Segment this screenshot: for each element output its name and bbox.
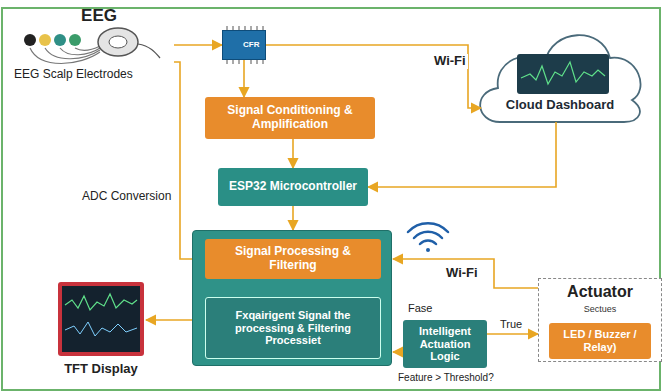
connector bbox=[292, 139, 294, 168]
tft-display: TFT Display bbox=[56, 280, 146, 380]
electrodes bbox=[24, 28, 160, 64]
node-text: TFT Display bbox=[56, 362, 146, 377]
connector bbox=[146, 319, 192, 321]
node-text: Intelligent Actuation Logic bbox=[409, 325, 481, 363]
connector bbox=[368, 122, 556, 187]
node-text: LED / Buzzer / Relay) bbox=[555, 328, 645, 353]
edge-label: Wi-Fi bbox=[432, 54, 468, 69]
connector bbox=[292, 206, 294, 230]
actuator-box: ActuatorSectuesLED / Buzzer / Relay) bbox=[538, 278, 662, 362]
note-label: Feature > Threshold? bbox=[398, 372, 494, 384]
process-box: Signal Processing & Filtering bbox=[205, 239, 381, 279]
container-box: Signal Processing & FilteringFxqairigent… bbox=[192, 230, 392, 366]
cloud bbox=[480, 35, 640, 122]
node-text: ESP32 Microcontroller bbox=[229, 180, 357, 194]
connector bbox=[174, 44, 222, 46]
node-text: Signal Processing & Filtering bbox=[211, 245, 375, 273]
connector bbox=[393, 259, 538, 288]
node-text: Fxqairigent Signal the processing & Filt… bbox=[212, 309, 374, 347]
process-box: Signal Conditioning & Amplification bbox=[205, 97, 375, 139]
decision-box: Intelligent Actuation Logic bbox=[403, 320, 487, 368]
connector bbox=[487, 333, 538, 335]
eeg-electrodes: EEG EEG Scalp Electrodes bbox=[14, 6, 174, 86]
process-box: ESP32 Microcontroller bbox=[218, 168, 368, 206]
edge-label: ADC Conversion bbox=[80, 190, 173, 204]
node-text: CFR bbox=[243, 40, 265, 49]
node-text: Cloud Dashboard bbox=[480, 98, 640, 113]
chip: CFR bbox=[222, 30, 266, 60]
tft-screen bbox=[58, 282, 144, 356]
node-text: Sectues bbox=[539, 304, 661, 314]
output-box: LED / Buzzer / Relay) bbox=[549, 323, 651, 359]
connector bbox=[243, 60, 245, 97]
edge-label: Wi-Fi bbox=[444, 266, 480, 281]
connector bbox=[393, 351, 403, 353]
node-text: Signal Conditioning & Amplification bbox=[211, 104, 369, 132]
wifi-icon bbox=[408, 223, 448, 252]
node-text: Actuator bbox=[539, 283, 661, 301]
node-text: EEG bbox=[64, 6, 134, 26]
node-text: EEG Scalp Electrodes bbox=[14, 68, 174, 82]
cloud-dashboard: Cloud Dashboard bbox=[480, 12, 640, 127]
process-box: Fxqairigent Signal the processing & Filt… bbox=[205, 297, 381, 359]
note-label: Fase bbox=[408, 302, 432, 315]
frame bbox=[2, 8, 660, 390]
edge-label: True bbox=[498, 318, 524, 331]
